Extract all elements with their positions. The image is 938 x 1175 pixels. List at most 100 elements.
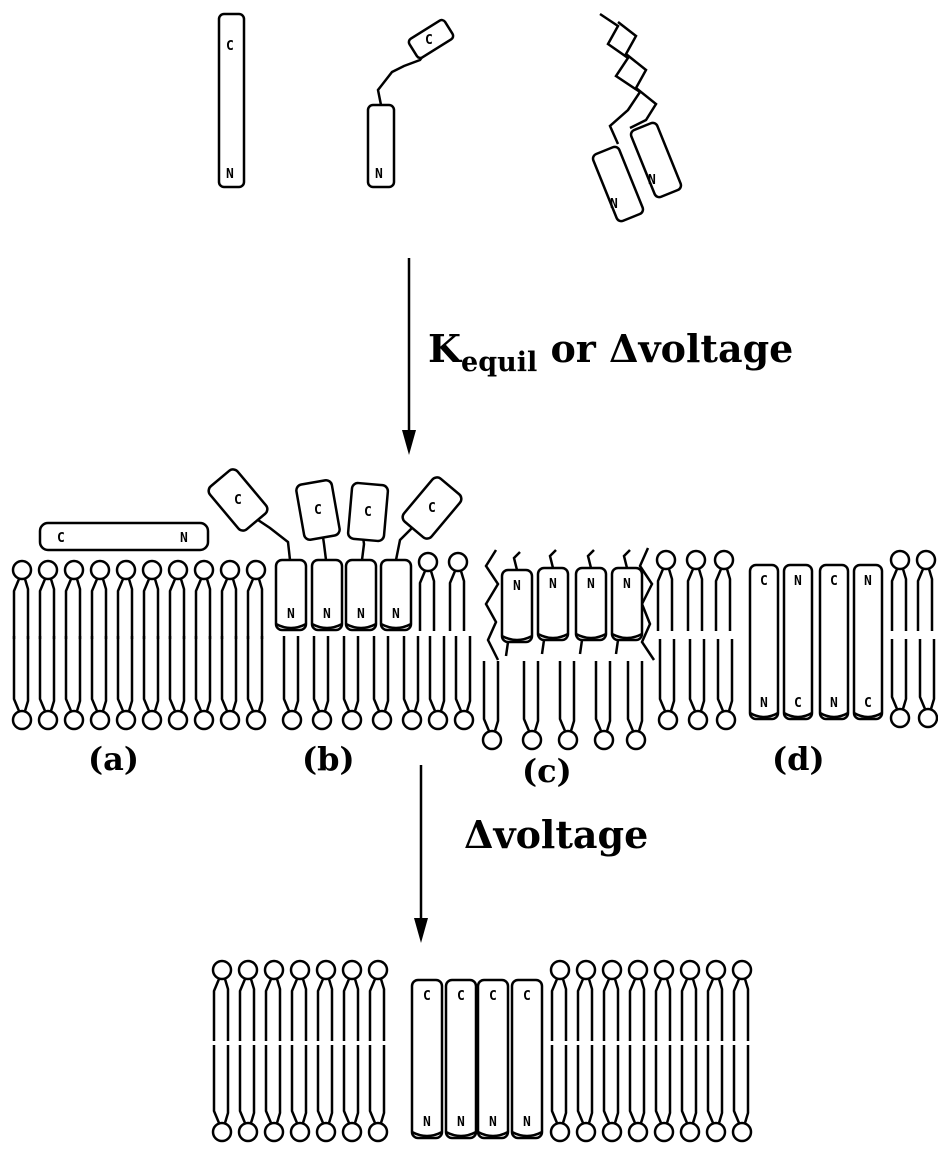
- terminus-label: N: [357, 607, 365, 622]
- tilted-helix-segment: C: [295, 479, 340, 540]
- terminus-label: C: [489, 989, 497, 1004]
- lipid: [483, 661, 501, 749]
- lipid: [627, 661, 645, 749]
- lipid: [13, 561, 31, 639]
- c-terminus-label: C: [425, 33, 433, 48]
- n-terminus-label: N: [180, 531, 188, 546]
- lipid: [689, 639, 707, 729]
- terminus-label: C: [234, 493, 242, 508]
- lipid: [707, 1045, 725, 1141]
- lipid: [403, 636, 421, 729]
- terminus-label: C: [314, 503, 322, 518]
- lipid: [419, 553, 437, 631]
- helix-cylinder: N: [612, 568, 642, 640]
- lipid: [195, 636, 213, 729]
- terminus-label: N: [587, 577, 595, 592]
- lipid: [65, 561, 83, 639]
- lipid: [577, 1045, 595, 1141]
- lipid: [455, 636, 473, 729]
- step2-label: Δvoltage: [464, 812, 648, 857]
- terminus-label: N: [549, 577, 557, 592]
- helix-cylinder: N: [576, 568, 606, 640]
- helix-cluster-b: N N N N C C C C: [206, 467, 464, 630]
- lipid: [369, 1045, 387, 1141]
- lipid: [169, 636, 187, 729]
- lipid: [65, 636, 83, 729]
- lipid: [265, 961, 283, 1041]
- terminus-label: N: [760, 696, 768, 711]
- terminus-label: N: [287, 607, 295, 622]
- n-terminus-label: N: [610, 197, 618, 212]
- terminus-label: N: [513, 579, 521, 594]
- lipid: [733, 1045, 751, 1141]
- lipid: [551, 961, 569, 1041]
- terminus-label: C: [428, 501, 436, 516]
- lipid: [343, 1045, 361, 1141]
- helix-cylinder: N: [381, 560, 411, 630]
- lipid: [373, 636, 391, 729]
- terminus-label: N: [623, 577, 631, 592]
- peptide-hairpin-aggregate: N N: [592, 14, 683, 223]
- helix-cylinder: N: [502, 570, 532, 642]
- lipid: [221, 561, 239, 639]
- peptide-kinked-helix: N C: [368, 19, 455, 187]
- lipid: [369, 961, 387, 1041]
- helix-cylinder: CN: [820, 565, 848, 719]
- lipid: [317, 961, 335, 1041]
- panel-label-d: (d): [772, 740, 825, 778]
- lipid: [343, 636, 361, 729]
- terminus-label: N: [392, 607, 400, 622]
- lipid: [449, 553, 467, 631]
- lipid: [13, 636, 31, 729]
- n-terminus-label: N: [226, 167, 234, 182]
- terminus-label: N: [457, 1115, 465, 1130]
- lipid: [707, 961, 725, 1041]
- terminus-label: N: [523, 1115, 531, 1130]
- lipid: [919, 639, 937, 727]
- lipid: [39, 636, 57, 729]
- lipid: [343, 961, 361, 1041]
- helix-cylinder: NC: [854, 565, 882, 719]
- terminus-label: C: [830, 574, 838, 589]
- terminus-label: N: [830, 696, 838, 711]
- n-terminus-label: N: [648, 173, 656, 188]
- lipid: [143, 561, 161, 639]
- panel-label-a: (a): [88, 740, 139, 778]
- lipid: [629, 961, 647, 1041]
- lipid: [681, 961, 699, 1041]
- lipid: [313, 636, 331, 729]
- c-terminus-label: C: [57, 531, 65, 546]
- peptide-straight-helix: C N: [219, 14, 244, 187]
- terminus-label: C: [364, 505, 372, 520]
- terminus-label: N: [323, 607, 331, 622]
- lipid: [733, 961, 751, 1041]
- terminus-label: N: [864, 574, 872, 589]
- lipid: [317, 1045, 335, 1141]
- lipid: [169, 561, 187, 639]
- lipid: [143, 636, 161, 729]
- helix-cylinder: CN: [512, 980, 542, 1138]
- lipid: [239, 961, 257, 1041]
- lipid: [221, 636, 239, 729]
- helix-cylinder: CN: [446, 980, 476, 1138]
- lipid: [577, 961, 595, 1041]
- lipid: [629, 1045, 647, 1141]
- terminus-label: C: [794, 696, 802, 711]
- terminus-label: N: [423, 1115, 431, 1130]
- lipid: [213, 961, 231, 1041]
- lipid: [655, 1045, 673, 1141]
- helix-cylinder: N: [346, 560, 376, 630]
- panel-label-c: (c): [522, 752, 572, 790]
- terminus-label: C: [864, 696, 872, 711]
- helix-cylinder: CN: [478, 980, 508, 1138]
- n-terminus-label: N: [375, 167, 383, 182]
- lipid: [603, 961, 621, 1041]
- lipid: [195, 561, 213, 639]
- lipid: [715, 551, 733, 631]
- helix-surface-bound: C N: [40, 523, 208, 550]
- step1-label: Kequil or Δvoltage: [428, 326, 793, 378]
- lipid: [891, 551, 909, 631]
- lipid: [117, 561, 135, 639]
- arrow-down-2: [414, 765, 428, 943]
